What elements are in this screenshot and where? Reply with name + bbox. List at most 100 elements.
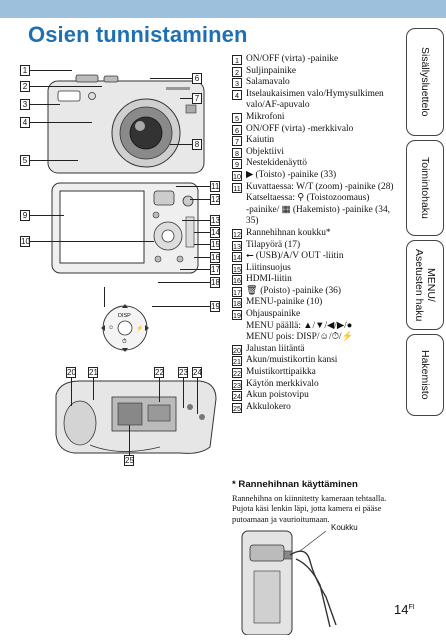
- leader-line: [182, 220, 210, 221]
- tab-menu-settings[interactable]: MENU/ Asetusten haku: [406, 240, 444, 330]
- item-number: 3: [232, 78, 242, 89]
- item-text: ON/OFF (virta) -painike: [246, 54, 339, 64]
- tab-contents-label: Sisällysluettelo: [419, 47, 431, 117]
- leader-line: [197, 378, 198, 414]
- item-number: 1: [232, 55, 242, 65]
- item-text: Akkulokero: [246, 401, 291, 412]
- camera-parts-figure: DISP ⏱ ⚡ ☺ 1 2 3 4 5 6 7 8 9 10 11 12 13…: [20, 55, 230, 470]
- tab-function-search[interactable]: Toimintohaku: [406, 140, 444, 236]
- item-number: 7: [232, 136, 242, 147]
- list-item: 14⭠ (USB)/A/V OUT -liitin: [232, 251, 397, 263]
- item-number: 18: [232, 298, 242, 309]
- item-number: 8: [232, 147, 242, 158]
- item-number: 20: [232, 344, 242, 355]
- list-item: 25 Akkulokero: [232, 402, 397, 414]
- item-text: Kuvattaessa: W/T (zoom) -painike (28) Ka…: [246, 181, 394, 227]
- item-text: Itselaukaisimen valo/Hymysulkimen valo/A…: [246, 88, 384, 111]
- figure-num-14: 14: [210, 227, 220, 238]
- item-text: Käytön merkkivalo: [246, 378, 319, 389]
- dial-label-bottom: ⏱: [122, 339, 127, 345]
- item-number: 15: [232, 263, 242, 274]
- tab-contents[interactable]: Sisällysluettelo: [406, 28, 444, 136]
- figure-num-8: 8: [192, 139, 202, 150]
- leader-line: [30, 160, 78, 161]
- figure-num-5: 5: [20, 155, 30, 166]
- item-number: 25: [232, 402, 242, 413]
- leader-line: [30, 241, 154, 242]
- leader-line: [93, 378, 94, 400]
- control-dial-illustration: [101, 304, 149, 352]
- figure-num-1: 1: [20, 65, 30, 76]
- item-number: 17: [232, 286, 242, 297]
- tab-index[interactable]: Hakemisto: [406, 334, 444, 416]
- page-number: 14FI: [394, 602, 415, 617]
- item-number: 5: [232, 112, 242, 123]
- leader-line: [71, 378, 72, 406]
- figure-num-24: 24: [192, 367, 202, 378]
- item-text: ▶ (Toisto) -painike (33): [246, 169, 337, 180]
- list-item: 8 Objektiivi: [232, 147, 397, 159]
- item-number: 10: [232, 170, 242, 181]
- wrist-strap-illustration: [241, 530, 337, 635]
- figure-num-15: 15: [210, 239, 220, 250]
- item-text: Salamavalo: [246, 77, 290, 88]
- item-number: 6: [232, 124, 242, 135]
- item-text: Objektiivi: [246, 146, 285, 157]
- dial-label-disp: DISP: [118, 313, 131, 319]
- camera-back-illustration: [51, 182, 199, 274]
- item-text: Tilapyörä (17): [246, 239, 301, 250]
- item-text: Rannehihnan koukku*: [246, 227, 331, 238]
- leader-line: [190, 199, 210, 200]
- item-text: Nestekidenäyttö: [246, 158, 307, 169]
- figure-num-25: 25: [124, 455, 134, 466]
- figure-num-21: 21: [88, 367, 98, 378]
- figure-num-7: 7: [192, 93, 202, 104]
- item-text: 🗑 (Poisto) -painike (36): [246, 285, 341, 296]
- dial-label-right: ⚡: [136, 326, 144, 332]
- leader-line: [180, 98, 192, 99]
- figure-num-10: 10: [20, 236, 30, 247]
- item-text: Kaiutin: [246, 135, 275, 146]
- item-text: Muistikorttipaikka: [246, 367, 316, 378]
- item-text: HDMI-liitin: [246, 274, 292, 285]
- item-text: Ohjauspainike MENU päällä: ▲/▼/◀/▶/● MEN…: [246, 309, 354, 343]
- item-number: 24: [232, 391, 242, 402]
- list-item: 1 ON/OFF (virta) -painike: [232, 54, 397, 66]
- item-number: 13: [232, 240, 242, 251]
- leader-line: [30, 86, 102, 87]
- camera-front-illustration: [47, 74, 205, 174]
- item-text: Akun poistovipu: [246, 390, 309, 401]
- leader-line: [129, 425, 130, 455]
- leader-line: [30, 104, 60, 105]
- item-text: Mikrofoni: [246, 111, 285, 122]
- tab-function-search-label: Toimintohaku: [419, 157, 431, 219]
- hook-callout-label: Koukku: [331, 523, 358, 532]
- page-number-value: 14: [394, 602, 409, 617]
- leader-line: [194, 232, 210, 233]
- item-number: 4: [232, 89, 242, 100]
- figure-num-9: 9: [20, 210, 30, 221]
- figure-num-19: 19: [210, 301, 220, 312]
- leader-line: [180, 269, 210, 270]
- item-text: Suljinpainike: [246, 65, 296, 76]
- leader-line: [170, 144, 192, 145]
- leader-line: [158, 282, 210, 283]
- tab-index-label: Hakemisto: [419, 350, 431, 400]
- figure-num-4: 4: [20, 117, 30, 128]
- list-item: 2 Suljinpainike: [232, 66, 397, 78]
- page-title: Osien tunnistaminen: [28, 22, 248, 47]
- list-item: 5 Mikrofoni: [232, 112, 397, 124]
- leader-line: [183, 378, 184, 408]
- figure-num-12: 12: [210, 194, 220, 205]
- list-item: 7 Kaiutin: [232, 135, 397, 147]
- item-number: 2: [232, 66, 242, 77]
